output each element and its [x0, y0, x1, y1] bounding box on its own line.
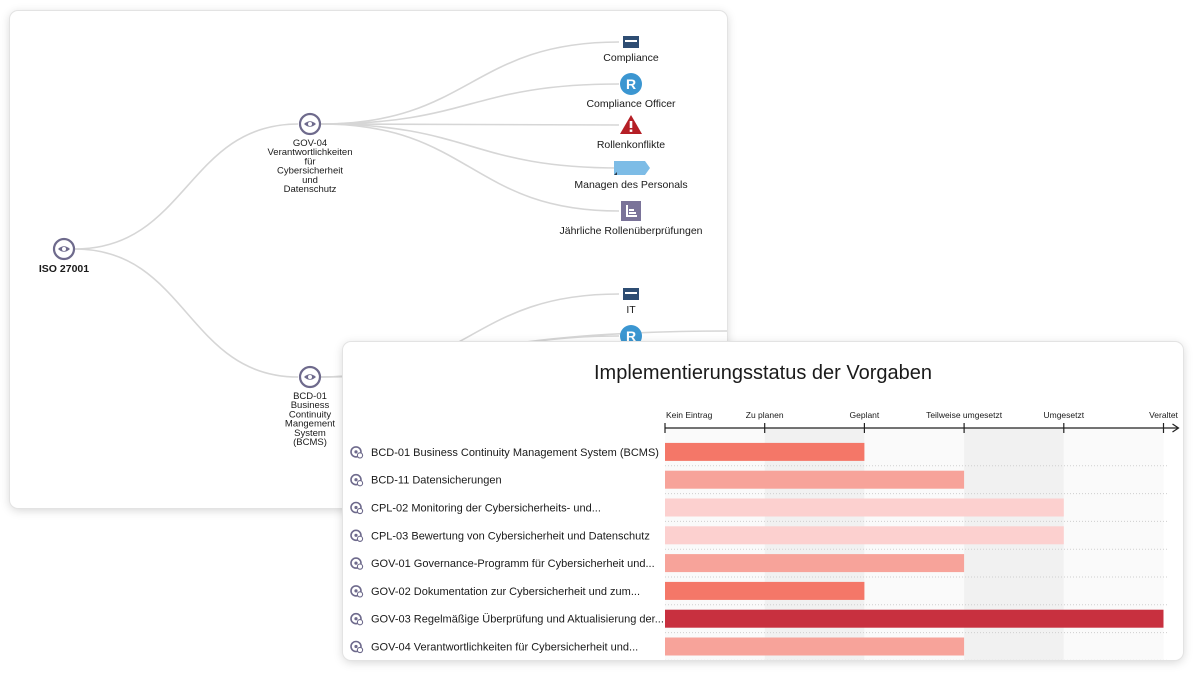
control-gear-icon [350, 446, 364, 459]
department-icon [623, 36, 639, 48]
status-bar[interactable] [665, 498, 1064, 517]
axis-tick-label: Geplant [850, 410, 880, 420]
leaf-node[interactable]: Compliance [603, 36, 659, 64]
role-icon: R [620, 73, 642, 95]
row-label: CPL-03 Bewertung von Cybersicherheit und… [371, 530, 650, 542]
branch-leaf-link [320, 41, 620, 125]
root-node-iso-27001[interactable]: ISO 27001 [39, 237, 89, 275]
control-gear-icon [350, 501, 364, 515]
row-label: GOV-04 Verantwortlichkeiten für Cybersic… [371, 642, 638, 654]
status-row[interactable]: BCD-01 Business Continuity Management Sy… [350, 442, 1168, 467]
branch-leaf-link [320, 123, 620, 212]
branch-leaf-link [320, 123, 620, 126]
leaf-node-label: Jährliche Rollenüberprüfungen [559, 225, 702, 237]
department-icon [623, 288, 639, 300]
implementation-status-panel: Implementierungsstatus der Vorgaben Kein… [343, 342, 1183, 660]
branch-node[interactable]: BCD-01BusinessContinuityMangementSystem(… [285, 365, 336, 448]
leaf-node-label: Compliance [603, 52, 659, 64]
status-row[interactable]: CPL-02 Monitoring der Cybersicherheits- … [350, 498, 1168, 522]
status-axis: Kein Eintrag Zu planen Geplant Teilweise um… [664, 410, 1180, 433]
row-label: GOV-01 Governance-Programm für Cybersich… [371, 558, 655, 570]
axis-tick-label: Teilweise umgesetzt [926, 410, 1003, 420]
branch-node-label-line: Verantwortlichkeiten [267, 147, 352, 158]
chart-title: Implementierungsstatus der Vorgaben [594, 362, 932, 384]
root-node-label: ISO 27001 [39, 263, 89, 275]
warning-icon [620, 115, 642, 134]
status-rows: BCD-01 Business Continuity Management Sy… [350, 442, 1168, 661]
svg-text:R: R [626, 76, 636, 92]
leaf-node[interactable]: Managen des Personals [574, 161, 688, 191]
row-label: BCD-01 Business Continuity Management Sy… [371, 447, 659, 459]
axis-tick-label: Veraltet [1149, 410, 1178, 420]
status-bar[interactable] [665, 637, 965, 656]
status-row[interactable]: GOV-01 Governance-Programm für Cybersich… [350, 554, 1168, 578]
eye-icon [304, 121, 316, 127]
svg-text:R: R [626, 328, 636, 344]
branch-node-label-line: Continuity [289, 409, 331, 420]
leaf-node[interactable]: Jährliche Rollenüberprüfungen [559, 201, 703, 237]
role-icon: R [620, 325, 642, 347]
eye-icon [58, 246, 70, 252]
control-gear-icon [350, 529, 364, 542]
branch-node-label-line: Mangement [285, 419, 336, 430]
control-gear-icon [350, 473, 364, 487]
leaf-node-label: IT [626, 304, 636, 316]
status-bar[interactable] [665, 554, 965, 573]
branch-node-label-line: System [294, 428, 326, 439]
control-gear-icon [350, 557, 364, 570]
root-branch-link [74, 248, 299, 378]
leaf-node-label: Rollenkonflikte [597, 139, 665, 151]
status-bar[interactable] [665, 442, 865, 461]
branch-node-label-line: Cybersicherheit [277, 166, 343, 177]
implementation-status-chart: Kein Eintrag Zu planen Geplant Teilweise um… [350, 410, 1180, 661]
leaf-node[interactable]: IT [623, 288, 639, 316]
control-gear-icon [350, 612, 364, 626]
row-label: GOV-03 Regelmäßige Überprüfung und Aktua… [371, 614, 664, 626]
branch-leaf-link [320, 123, 620, 169]
axis-tick-label: Umgesetzt [1043, 410, 1084, 420]
axis-arrow-icon [1172, 423, 1180, 433]
process-icon [614, 161, 650, 175]
root-branch-link [74, 123, 299, 250]
status-row[interactable]: GOV-04 Verantwortlichkeiten für Cybersic… [350, 637, 1168, 661]
control-gear-icon [350, 585, 364, 598]
report-icon [621, 201, 641, 221]
branch-node-label-line: und [302, 175, 318, 186]
status-row[interactable]: GOV-03 Regelmäßige Überprüfung und Aktua… [350, 609, 1168, 634]
status-bar[interactable] [665, 581, 865, 600]
leaf-node[interactable]: Rollenkonflikte [597, 115, 665, 151]
status-row[interactable]: CPL-03 Bewertung von Cybersicherheit und… [350, 526, 1168, 550]
eye-icon [304, 374, 316, 380]
branch-node-label-line: Datenschutz [284, 184, 337, 195]
status-row[interactable]: GOV-02 Dokumentation zur Cybersicherheit… [350, 581, 1168, 606]
leaf-node-label: Compliance Officer [586, 98, 676, 110]
leaf-node[interactable]: R [620, 325, 642, 347]
leaf-node[interactable]: R Compliance Officer [586, 73, 676, 110]
branch-node-label-line: für [304, 156, 315, 167]
control-gear-icon [350, 640, 364, 654]
status-bar[interactable] [665, 526, 1064, 545]
branch-node[interactable]: GOV-04VerantwortlichkeitenfürCybersicher… [267, 112, 353, 195]
branch-node-label-line: BCD-01 [293, 391, 327, 402]
status-row[interactable]: BCD-11 Datensicherungen [350, 470, 1168, 495]
branch-node-label-line: GOV-04 [293, 138, 327, 149]
axis-tick-label: Kein Eintrag [666, 410, 713, 420]
branch-node-label-line: (BCMS) [293, 437, 327, 448]
axis-tick-label: Zu planen [746, 410, 784, 420]
row-label: CPL-02 Monitoring der Cybersicherheits- … [371, 503, 601, 515]
status-bar[interactable] [665, 470, 965, 489]
branch-node-label-line: Business [291, 400, 330, 411]
leaf-node-label: Managen des Personals [574, 179, 687, 191]
tree-nodes: ISO 27001 GOV-04VerantwortlichkeitenfürCy… [39, 36, 703, 448]
branch-leaf-link [320, 83, 620, 125]
row-label: GOV-02 Dokumentation zur Cybersicherheit… [371, 586, 640, 598]
row-label: BCD-11 Datensicherungen [371, 475, 502, 487]
status-bar[interactable] [665, 609, 1164, 628]
